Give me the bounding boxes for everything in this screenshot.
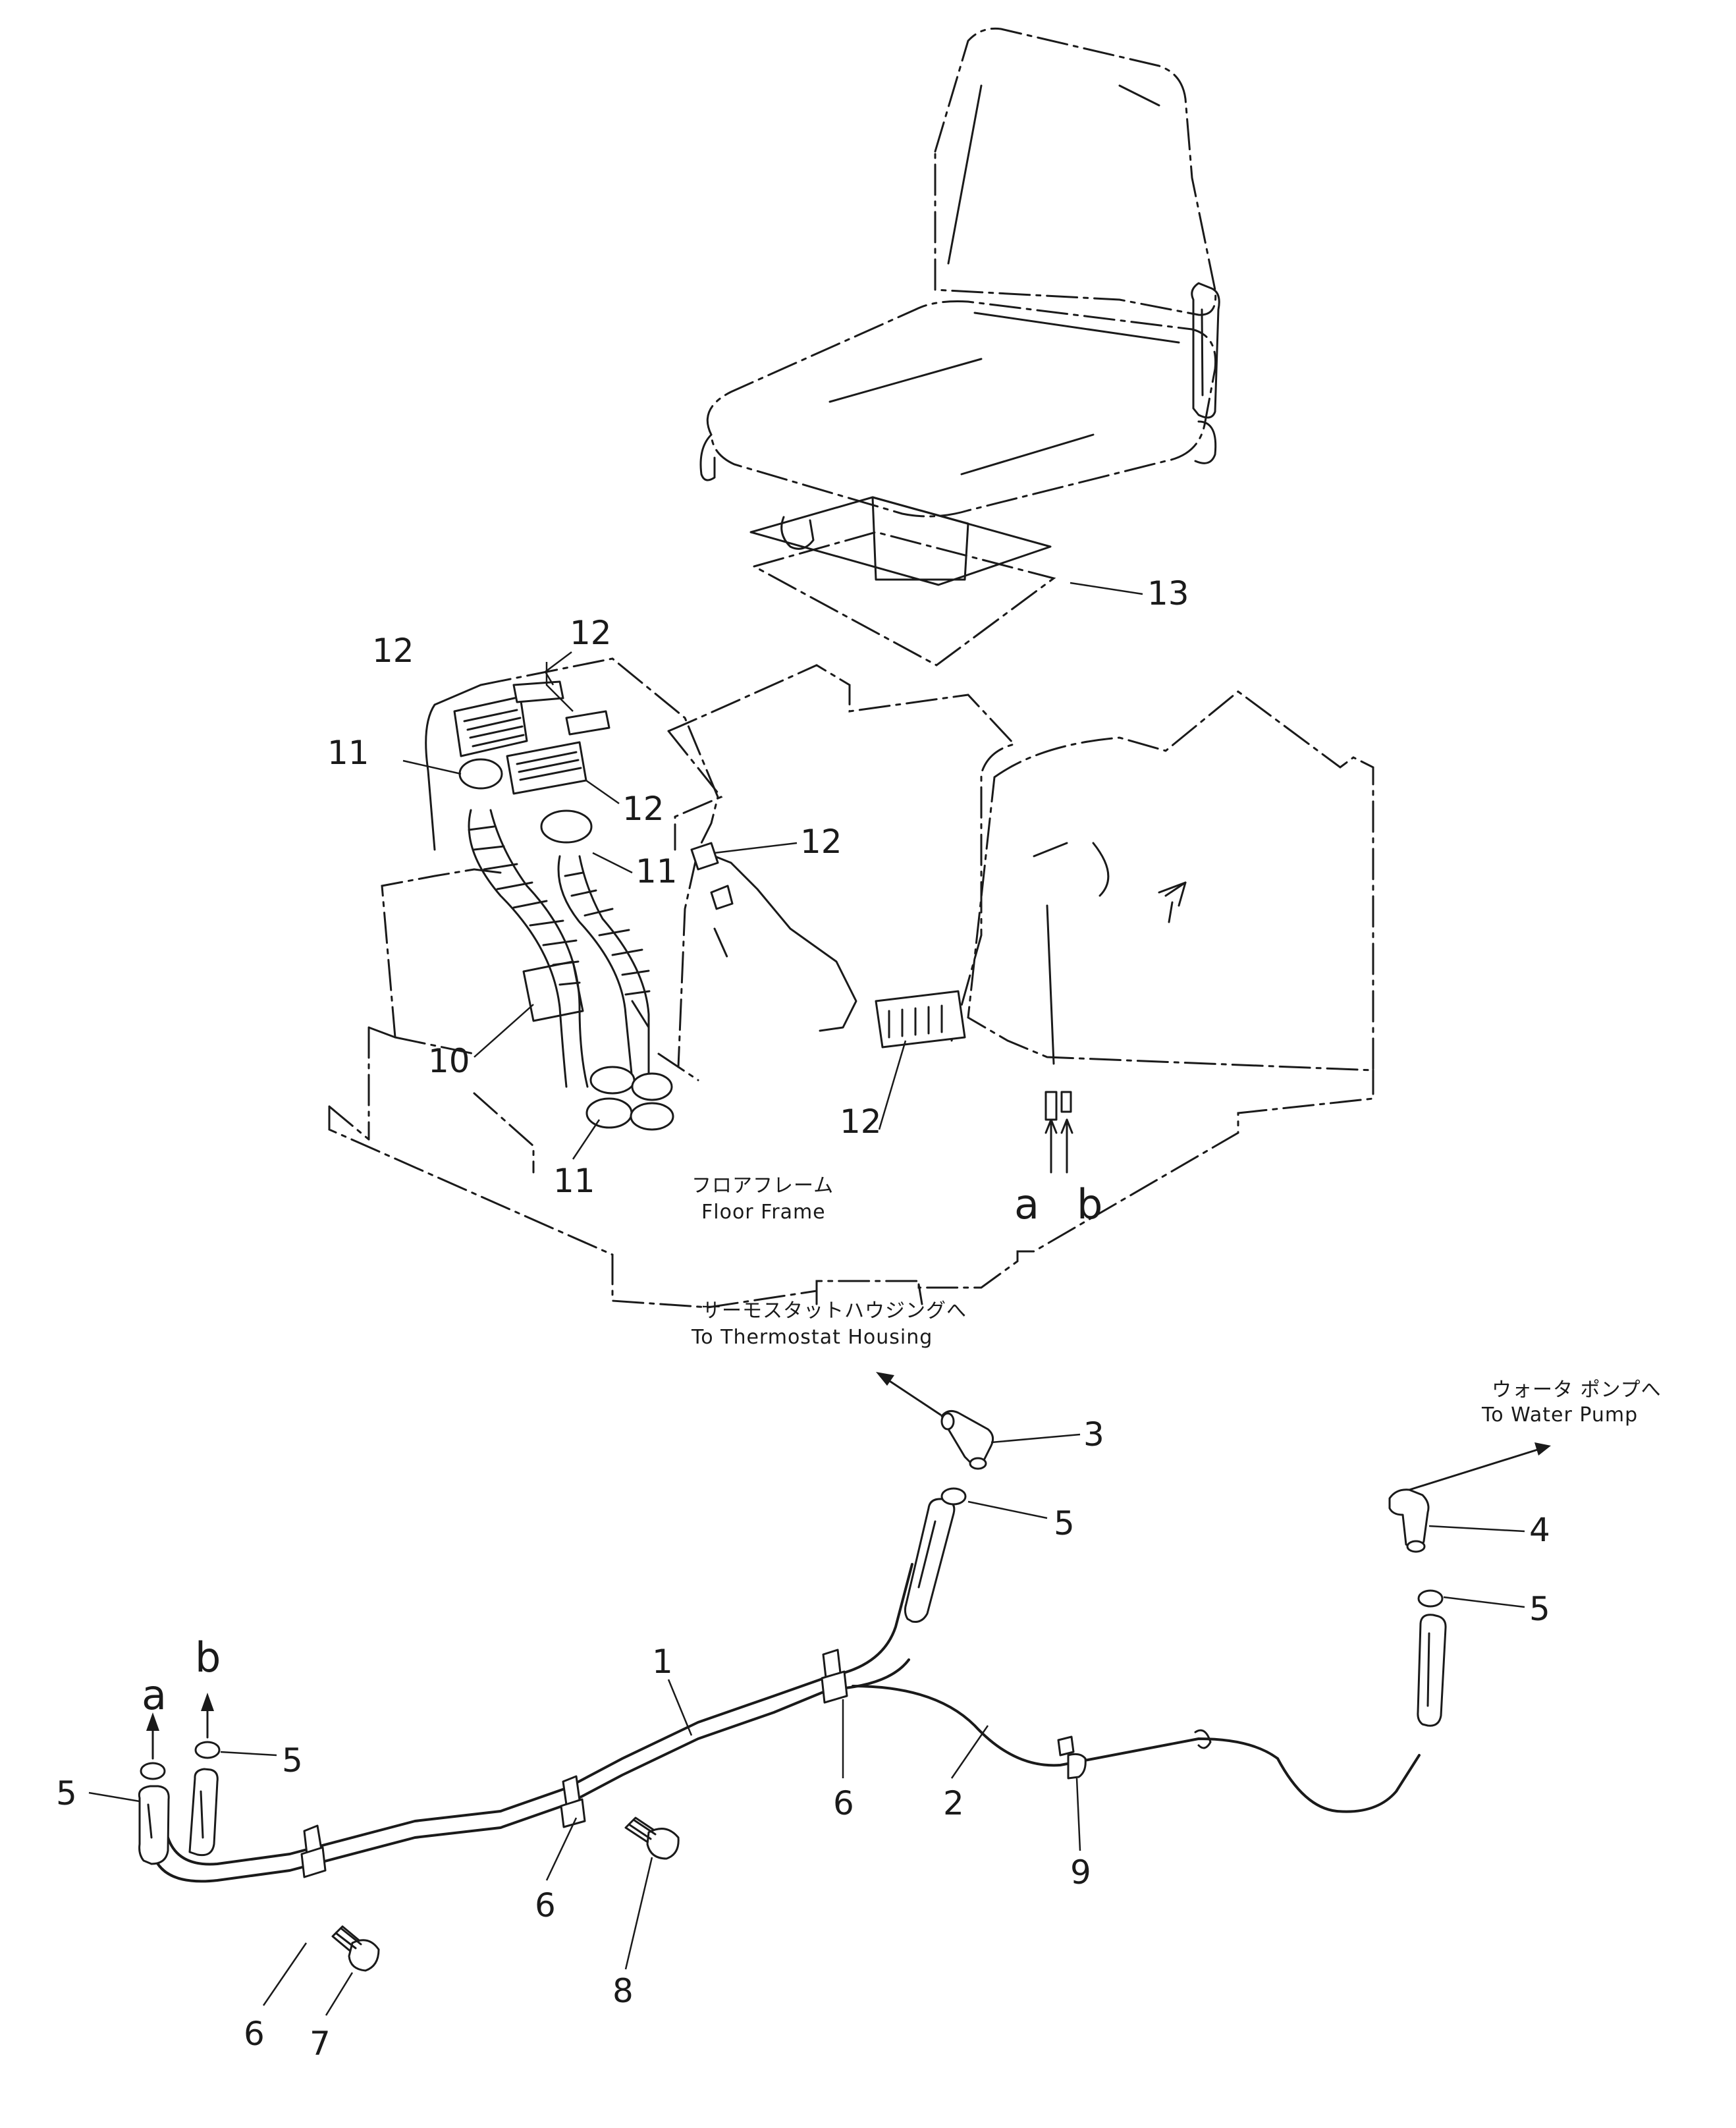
callout-1: 1 bbox=[652, 1643, 673, 1681]
vents-12 bbox=[453, 680, 966, 1049]
clamp-9 bbox=[1057, 1735, 1087, 1780]
callout-2: 2 bbox=[943, 1784, 964, 1822]
dash-panel bbox=[425, 657, 857, 1081]
callout-7: 7 bbox=[310, 2025, 331, 2063]
floor-frame-en: Floor Frame bbox=[701, 1201, 826, 1224]
water-pump-en: To Water Pump bbox=[1481, 1404, 1638, 1427]
hose-letter-a: a bbox=[142, 1671, 167, 1719]
leader-lines bbox=[88, 582, 1525, 2016]
callout-5-thermostat: 5 bbox=[1054, 1504, 1075, 1542]
bolt-7 bbox=[331, 1925, 380, 1972]
duct-cover bbox=[667, 664, 1374, 1072]
callout-10: 10 bbox=[428, 1042, 470, 1080]
callout-numbers: 13 12 12 11 12 11 12 10 12 11 3 5 4 5 1 … bbox=[56, 574, 1550, 2063]
thermostat-en: To Thermostat Housing bbox=[691, 1326, 933, 1349]
elbow-3 bbox=[940, 1409, 994, 1470]
bolt-8 bbox=[624, 1816, 680, 1860]
callout-12-bottom: 12 bbox=[840, 1103, 882, 1141]
seat-mat-13 bbox=[749, 496, 1056, 667]
hose-thermostat bbox=[904, 1498, 956, 1623]
callout-11-lower: 11 bbox=[553, 1162, 595, 1200]
callout-11-mid: 11 bbox=[636, 852, 678, 890]
callout-6-middle: 6 bbox=[535, 1886, 556, 1924]
callout-8: 8 bbox=[612, 1972, 634, 2010]
clamps-6 bbox=[300, 1649, 848, 1878]
callout-12-left: 12 bbox=[372, 632, 414, 670]
callout-12-mid: 12 bbox=[622, 790, 665, 828]
port-letters: a b a b bbox=[142, 1180, 1102, 1719]
port-letter-b: b bbox=[1077, 1180, 1102, 1228]
pipe-1 bbox=[150, 1563, 913, 1883]
callout-6-right: 6 bbox=[833, 1784, 854, 1822]
text-labels: フロアフレーム Floor Frame サーモスタットハウジングへ To The… bbox=[691, 1174, 1662, 1427]
callout-13: 13 bbox=[1147, 574, 1189, 613]
callout-6-left: 6 bbox=[244, 2015, 265, 2053]
duct-10 bbox=[522, 960, 584, 1022]
thermostat-jp: サーモスタットハウジングへ bbox=[701, 1299, 967, 1323]
callout-12-right: 12 bbox=[800, 823, 842, 861]
floor-frame bbox=[328, 868, 1374, 1309]
callout-5-hose-a: 5 bbox=[56, 1774, 77, 1813]
flow-arrows bbox=[146, 1372, 1551, 1760]
floor-frame-jp: フロアフレーム bbox=[692, 1174, 834, 1197]
callout-5-water-pump: 5 bbox=[1529, 1590, 1550, 1628]
hose-b bbox=[188, 1768, 219, 1857]
callout-9: 9 bbox=[1070, 1853, 1091, 1892]
hose-clamps-5 bbox=[140, 1487, 1444, 1780]
hose-letter-b: b bbox=[195, 1633, 221, 1681]
operator-seat bbox=[699, 27, 1220, 581]
hose-water-pump bbox=[1417, 1614, 1447, 1727]
callout-11-upper: 11 bbox=[327, 734, 369, 772]
hose-a bbox=[138, 1785, 170, 1865]
heater-ports bbox=[1044, 1091, 1073, 1174]
callout-3: 3 bbox=[1083, 1415, 1104, 1454]
port-letter-a: a bbox=[1014, 1180, 1039, 1228]
elbow-4 bbox=[1388, 1488, 1430, 1553]
pipe-2 bbox=[852, 1685, 1421, 1813]
flex-hoses-11 bbox=[458, 758, 674, 1131]
callout-4: 4 bbox=[1529, 1511, 1550, 1549]
water-pump-jp: ウォータ ポンプへ bbox=[1492, 1378, 1662, 1402]
callout-12-top: 12 bbox=[570, 614, 612, 652]
callout-5-hose-b: 5 bbox=[282, 1741, 303, 1780]
